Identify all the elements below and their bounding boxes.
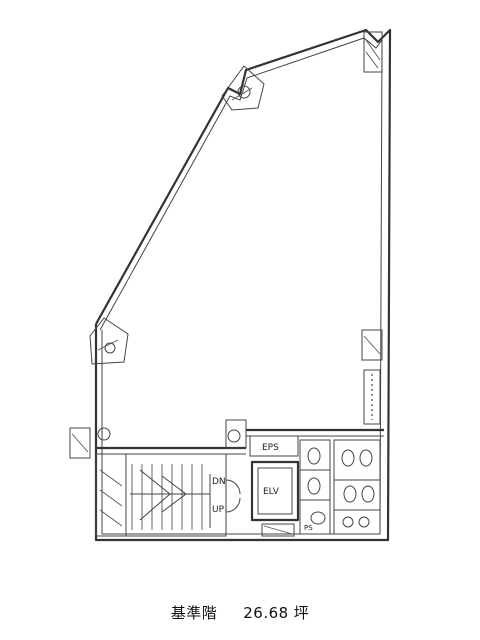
column-diagonal-lower (89, 317, 129, 365)
elevator-shaft (250, 460, 300, 522)
core-left-strip (95, 453, 127, 537)
elevator-label: ELV (263, 487, 280, 497)
column-diagonal-upper (221, 65, 265, 111)
area-value: 26.68 (243, 604, 289, 622)
floor-plan: DN UP EPS ELV PS (69, 28, 392, 542)
outer-walls (94, 28, 392, 542)
eps-room (249, 435, 299, 457)
right-strip (363, 369, 381, 425)
stair-up-label: UP (212, 505, 225, 515)
floor-label: 基準階 (170, 604, 218, 622)
column-right-mid (361, 329, 383, 361)
stair-dn-label: DN (212, 477, 226, 487)
column-left-bottom (69, 427, 111, 459)
restroom-block (299, 439, 381, 535)
elevator-hall (261, 523, 295, 537)
service-core (96, 419, 384, 455)
staircase (125, 453, 227, 537)
toilet-fixtures (307, 447, 375, 528)
eps-label: EPS (262, 443, 279, 453)
area-unit: 坪 (293, 604, 310, 622)
stair-doors (225, 479, 241, 513)
column-top-right (363, 31, 383, 73)
ps-label: PS (304, 524, 313, 532)
